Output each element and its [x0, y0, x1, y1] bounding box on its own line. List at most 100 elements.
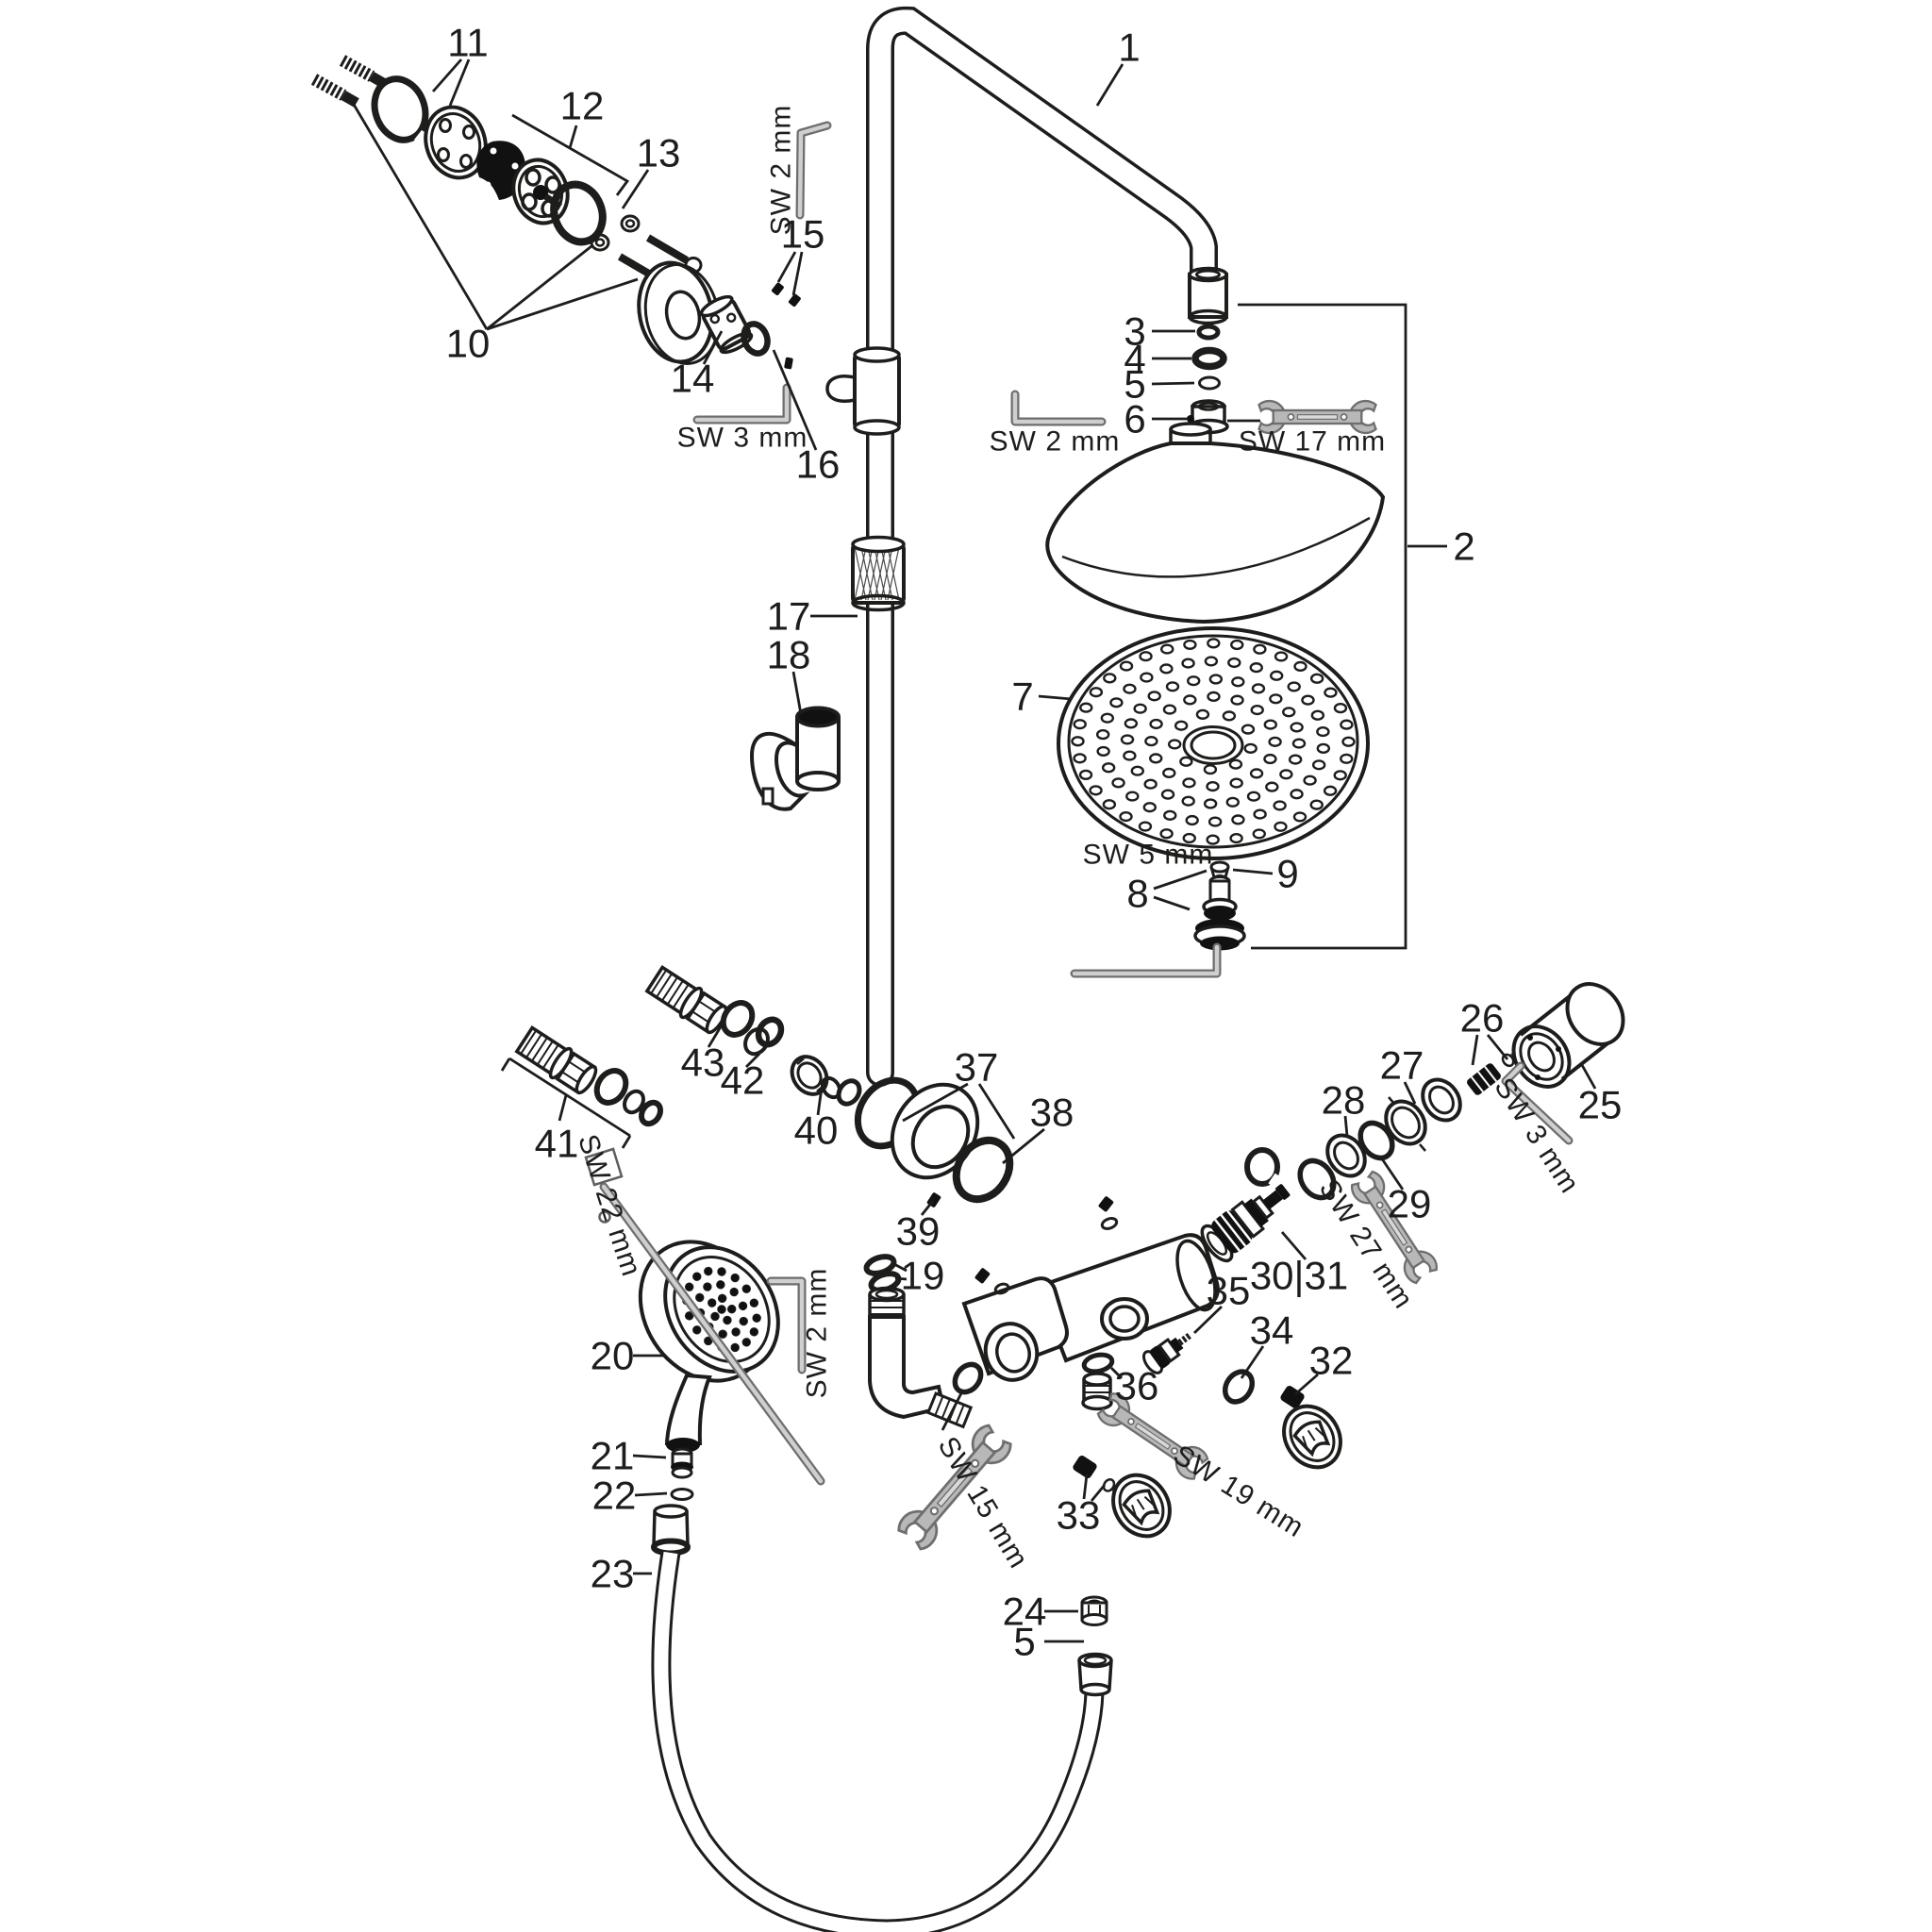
- part-label-2-1: 2: [1453, 525, 1474, 569]
- o-ring-36: [1081, 1352, 1115, 1374]
- tool-label-6: SW 2 mm: [802, 1268, 833, 1399]
- part-label-21-20: 21: [591, 1434, 635, 1478]
- flange-28: [1325, 1133, 1367, 1178]
- wrench-tool: [897, 1424, 1012, 1551]
- part-label-10-9: 10: [446, 322, 491, 366]
- part-label-29-29: 29: [1388, 1182, 1432, 1226]
- part-label-3-2: 3: [1124, 309, 1145, 354]
- tool-label-1: SW 3 mm: [677, 423, 808, 454]
- ring-cluster: [836, 1076, 1014, 1293]
- bottom-cluster: [1073, 1331, 1342, 1539]
- part-label-42-41: 42: [721, 1058, 765, 1103]
- part-label-7-6: 7: [1011, 675, 1033, 719]
- tools: [692, 121, 1574, 1551]
- tool-label-3: SW 17 mm: [1239, 426, 1386, 458]
- part-label-36-35: 36: [1115, 1364, 1159, 1408]
- hose-23: [651, 1504, 1105, 1932]
- wall-mount-assembly: [310, 55, 801, 370]
- shower-holder-18: [749, 706, 841, 811]
- handle-knob-33: [1111, 1473, 1172, 1539]
- part-label-43-42: 43: [681, 1041, 725, 1085]
- ring-nut-27: [1384, 1099, 1427, 1146]
- check-valve-21: [671, 1447, 693, 1479]
- hex-key-tool: [1070, 942, 1222, 978]
- part-label-14-13: 14: [671, 357, 715, 401]
- tool-label-2: SW 2 mm: [990, 426, 1121, 458]
- o-ring-38: [952, 1136, 1014, 1204]
- spray-plate: [1057, 626, 1370, 860]
- part-label-25-25: 25: [1578, 1083, 1623, 1127]
- part-label-39-38: 39: [896, 1209, 941, 1254]
- part-label-41-40: 41: [535, 1122, 579, 1166]
- part-label-18-17: 18: [767, 633, 811, 677]
- part-label-32-31: 32: [1309, 1339, 1354, 1383]
- part-label-9-8: 9: [1276, 852, 1298, 896]
- thermo-cartridge: [1200, 1147, 1291, 1263]
- handle-cluster-25-29: [1297, 982, 1625, 1201]
- union-cluster: [514, 964, 842, 1127]
- overhead-shower: [1045, 303, 1407, 951]
- shower-cone: [1045, 441, 1386, 625]
- valve-body: [961, 1196, 1220, 1382]
- o-ring-29: [1357, 1120, 1395, 1161]
- wrench-tool: [1257, 399, 1377, 435]
- outlet-elbow: [868, 1286, 984, 1429]
- handle-knob-32: [1282, 1404, 1342, 1470]
- knurled-nut: [851, 535, 906, 612]
- o-ring-15: [952, 1361, 984, 1395]
- tool-label-7: SW 3 mm: [1488, 1073, 1585, 1199]
- part-label-28-28: 28: [1322, 1078, 1366, 1123]
- riser-and-arm: [825, 6, 1218, 1087]
- part-label-22-21: 22: [592, 1474, 637, 1518]
- part-label-23-22: 23: [591, 1552, 635, 1596]
- part-label-6-5: 6: [1124, 397, 1145, 441]
- arm-connector-parts: [1187, 266, 1229, 435]
- o-ring-4: [1191, 346, 1227, 371]
- male-thread-15: [925, 1391, 974, 1429]
- part-label-1-0: 1: [1118, 25, 1140, 70]
- grub-26: [1467, 1063, 1501, 1095]
- part-label-5-4: 5: [1124, 362, 1145, 407]
- part-label-11-10: 11: [447, 21, 489, 65]
- hand-shower: [638, 1240, 1113, 1932]
- part-label-35-34: 35: [1207, 1269, 1251, 1313]
- hex-key-tool: [795, 121, 832, 220]
- wrench-tool: [1096, 1392, 1209, 1480]
- part-label-19-18: 19: [901, 1254, 945, 1298]
- part-label-30-31-30: 30|31: [1250, 1254, 1348, 1298]
- tool-label-0: SW 2 mm: [766, 105, 797, 236]
- tool-label-10: SW 19 mm: [1168, 1440, 1309, 1544]
- part-label-16-15: 16: [796, 442, 841, 487]
- filter-ring-5: [1198, 375, 1221, 391]
- part-label-13-12: 13: [637, 131, 681, 175]
- tool-label-4: SW 5 mm: [1083, 840, 1214, 871]
- part-label-26-26: 26: [1460, 996, 1505, 1041]
- part-label-37-36: 37: [955, 1045, 999, 1090]
- part-label-15-14: 15: [781, 212, 825, 257]
- part-label-4-3: 4: [1124, 337, 1145, 381]
- part-label-5-24: 5: [1013, 1620, 1035, 1664]
- part-label-40-39: 40: [794, 1108, 839, 1153]
- part-label-38-37: 38: [1030, 1091, 1074, 1135]
- riser-slide-connector: [825, 346, 901, 436]
- part-label-8-7: 8: [1126, 872, 1148, 916]
- part-label-33-32: 33: [1057, 1493, 1101, 1538]
- part-label-34-33: 34: [1250, 1308, 1294, 1353]
- wrench-tool: [1351, 1170, 1438, 1285]
- socket-tool-sw22: [584, 1147, 825, 1486]
- pivot-unit-8: [1193, 875, 1246, 951]
- hose-nut-5: [1077, 1652, 1113, 1697]
- group-bracket-2: [1238, 303, 1407, 950]
- hex-key-tool: [1010, 390, 1107, 426]
- part-label-17-16: 17: [767, 594, 811, 639]
- hand-shower-face: [663, 1245, 780, 1374]
- tool-label-5: SW 22 mm: [572, 1131, 647, 1281]
- part-label-20-19: 20: [591, 1334, 635, 1378]
- leader-lines: [348, 58, 1597, 1643]
- part-label-24-23: 24: [1003, 1590, 1047, 1634]
- o-ring-34: [1222, 1369, 1256, 1405]
- aerator-24: [1080, 1595, 1108, 1626]
- part-label-27-27: 27: [1380, 1043, 1424, 1088]
